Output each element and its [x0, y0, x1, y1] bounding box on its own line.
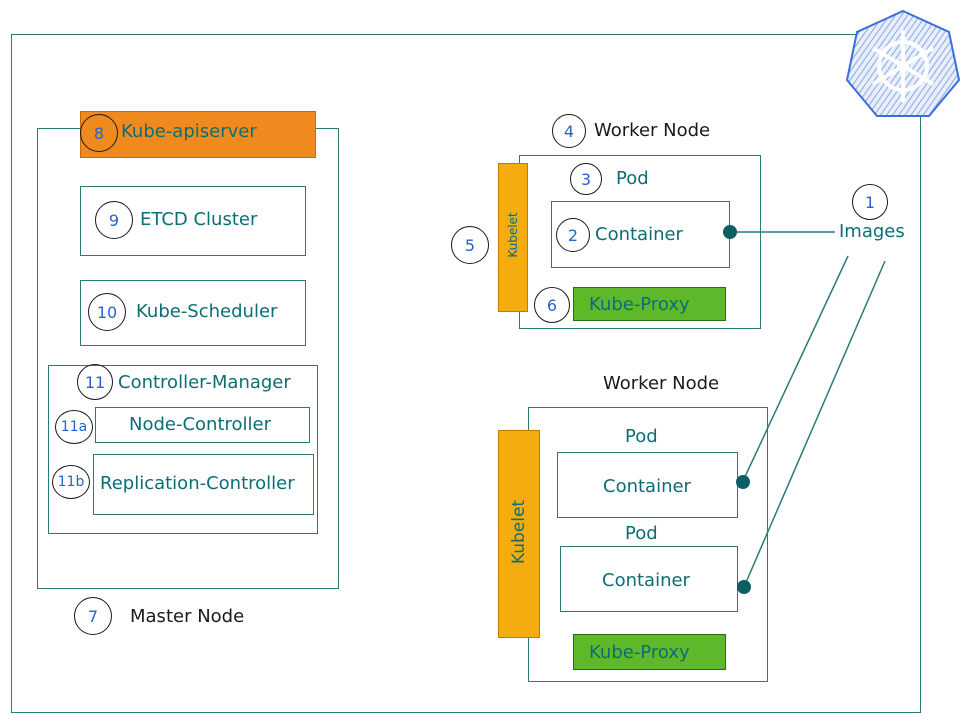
node-controller-box — [95, 407, 310, 443]
container-number-badge: 2 — [556, 218, 590, 252]
kube-proxy-number-badge: 6 — [534, 287, 570, 323]
node-controller-number-badge: 11a — [55, 410, 93, 444]
kubelet-number-badge: 5 — [451, 226, 489, 264]
controller-manager-number-badge: 11 — [77, 364, 113, 400]
replication-controller-label: Replication-Controller — [100, 473, 295, 494]
kubernetes-logo-icon — [845, 8, 961, 120]
replication-controller-box — [93, 454, 314, 515]
master-node-number-badge: 7 — [74, 597, 112, 635]
pod-number-badge: 3 — [570, 163, 602, 195]
worker-2-container-2-box — [560, 546, 738, 612]
worker-node-1-label: Worker Node — [594, 120, 711, 141]
controller-manager-box — [48, 365, 318, 534]
worker-node-1-number-badge: 4 — [552, 114, 586, 148]
worker-2-container-1-label: Container — [603, 476, 691, 497]
worker-1-kube-proxy-label: Kube-Proxy — [589, 294, 690, 315]
master-node-label: Master Node — [130, 606, 245, 627]
controller-manager-label: Controller-Manager — [118, 372, 291, 393]
outer-frame — [11, 34, 921, 713]
images-to-container-3-connector — [743, 260, 886, 588]
worker-1-kube-proxy-bar — [573, 287, 726, 321]
kube-apiserver-label: Kube-apiserver — [121, 121, 257, 142]
worker-2-pod-2-label: Pod — [625, 523, 658, 544]
worker-2-kube-proxy-label: Kube-Proxy — [589, 642, 690, 663]
images-label: Images — [839, 221, 905, 242]
worker-1-kubelet-bar — [498, 163, 528, 312]
worker-1-container-label: Container — [595, 224, 683, 245]
worker-2-pod-1-label: Pod — [625, 426, 658, 447]
worker-2-kube-proxy-bar — [573, 634, 726, 670]
kube-scheduler-box — [80, 280, 306, 346]
apiserver-number-badge: 8 — [80, 114, 118, 152]
worker-2-container-2-label: Container — [602, 570, 690, 591]
worker-node-2-label: Worker Node — [603, 373, 720, 394]
etcd-cluster-label: ETCD Cluster — [140, 209, 258, 230]
replication-controller-number-badge: 11b — [52, 465, 90, 499]
scheduler-number-badge: 10 — [88, 293, 126, 331]
images-to-container-2-connector — [742, 255, 849, 482]
worker-2-kubelet-bar — [498, 430, 540, 638]
worker-1-pod-label: Pod — [616, 168, 649, 189]
etcd-number-badge: 9 — [95, 201, 133, 239]
kube-apiserver-box — [80, 111, 316, 158]
node-controller-label: Node-Controller — [129, 414, 272, 435]
etcd-cluster-box — [80, 186, 306, 256]
images-number-badge: 1 — [852, 184, 888, 220]
kube-scheduler-label: Kube-Scheduler — [136, 301, 278, 322]
